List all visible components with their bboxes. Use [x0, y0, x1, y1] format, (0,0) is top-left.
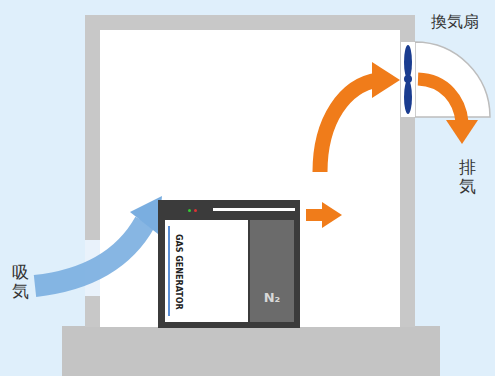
panel-stripe [168, 226, 170, 316]
intake-arrow [35, 222, 145, 286]
exhaust-arrowhead [446, 120, 478, 144]
rising-arrowhead [372, 62, 400, 98]
fan-label: 換気扇 [431, 12, 479, 33]
intake-label: 吸気 [12, 263, 29, 300]
top-bar [213, 208, 295, 211]
exhaust-arrow [418, 79, 462, 122]
fan-blade [404, 45, 412, 79]
outflow-arrow [306, 209, 324, 221]
fan-hub [404, 75, 412, 83]
gas-generator: GAS GENERATOR N₂ [158, 200, 300, 328]
floor-base [62, 326, 440, 376]
room-wall [85, 15, 415, 327]
fan-blade [404, 80, 412, 114]
gas-mark: N₂ [264, 290, 281, 305]
exhaust-label: 排気 [459, 158, 476, 195]
outflow-arrowhead [322, 202, 342, 228]
indicator-led [188, 209, 191, 212]
room-interior [100, 30, 400, 327]
rising-arrow [320, 80, 378, 172]
indicator-led [194, 209, 197, 212]
side-panel [250, 220, 294, 322]
machine-title: GAS GENERATOR [174, 234, 183, 310]
fan-opening [401, 42, 415, 117]
